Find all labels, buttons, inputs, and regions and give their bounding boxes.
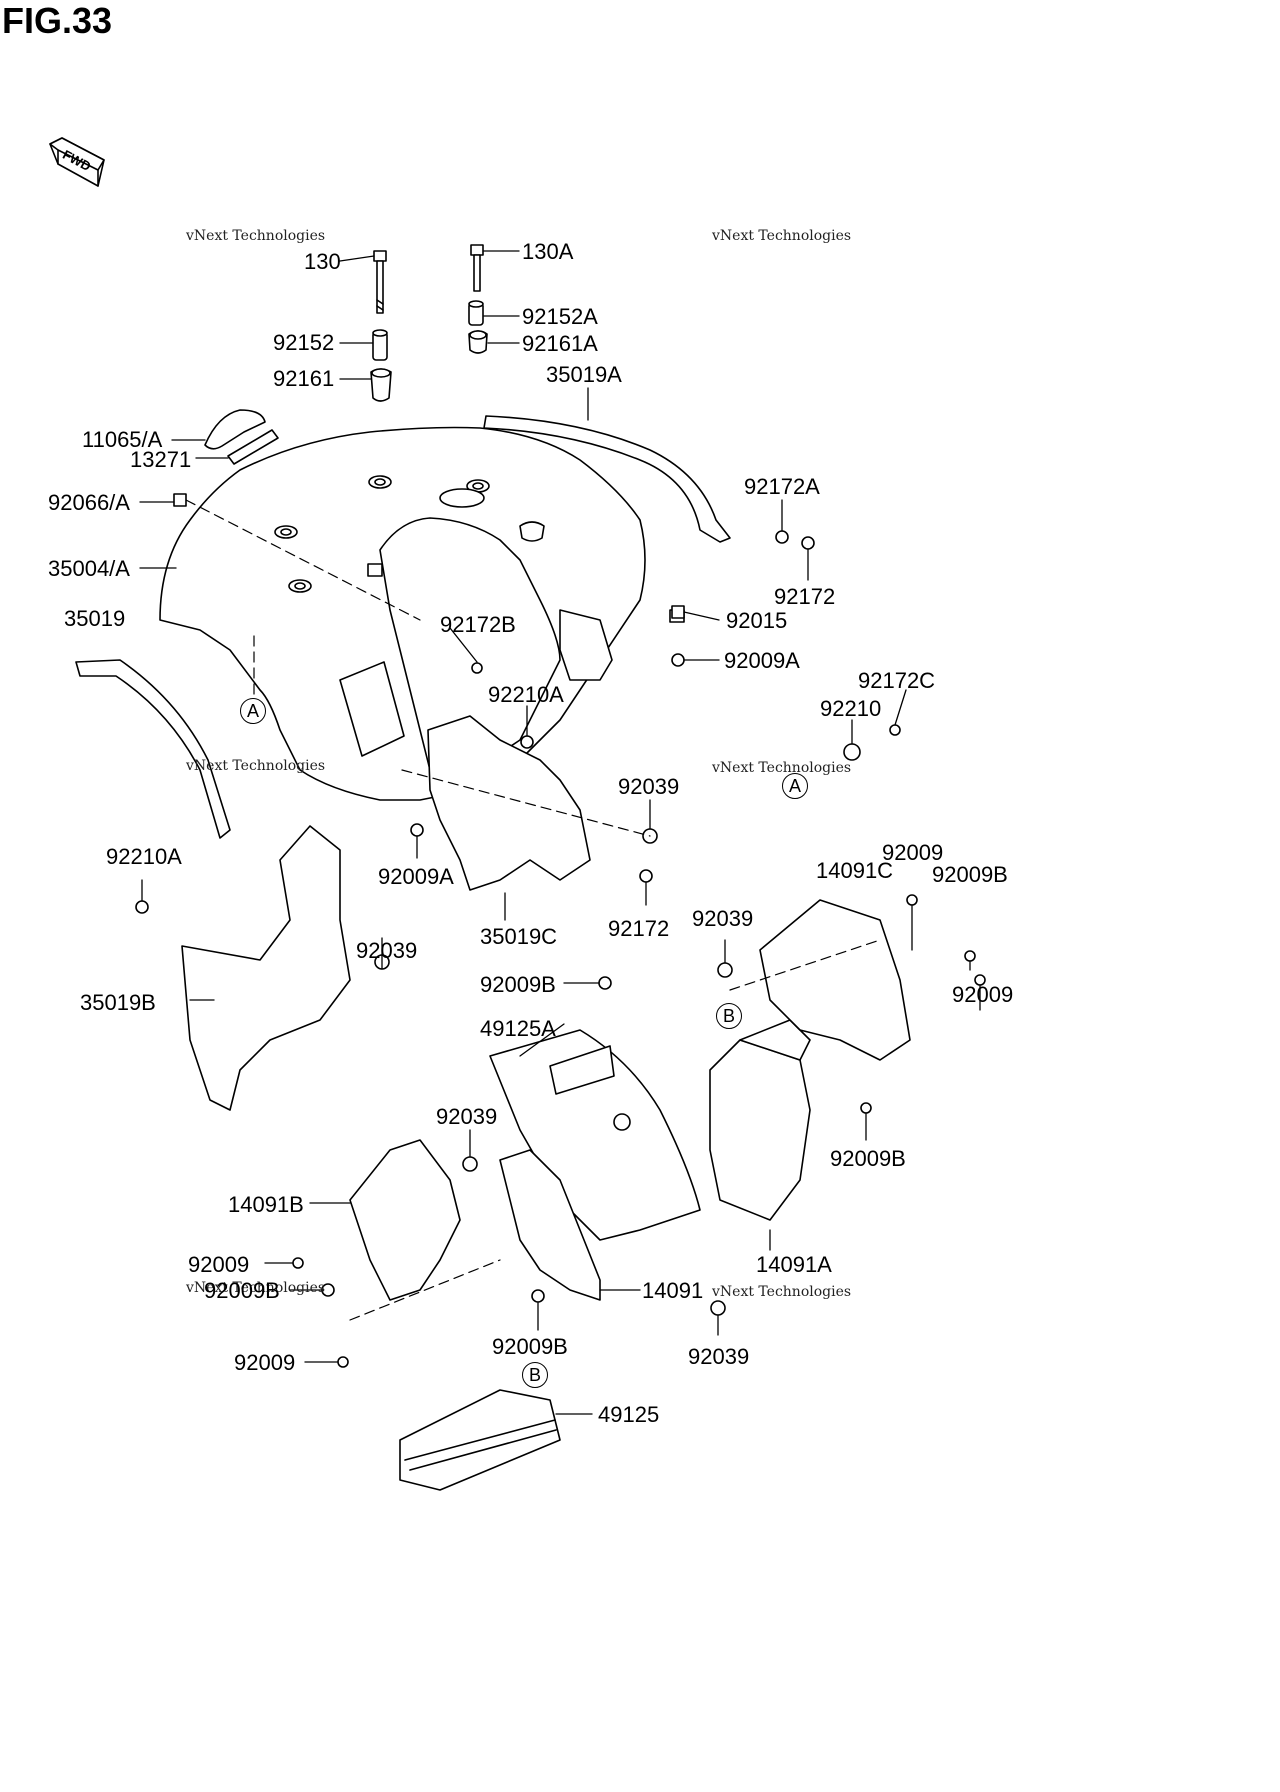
screw-92009b-left-icon: [321, 1283, 335, 1297]
grommet-92161-icon: [370, 368, 392, 402]
part-label: 92009: [952, 982, 1014, 1007]
part-label: 130: [304, 249, 341, 274]
part-label: 92039: [692, 906, 754, 931]
part-label: 92172: [774, 584, 836, 609]
bolt-130-icon: [373, 250, 387, 314]
grommet-92210a-left-icon: [135, 900, 149, 914]
part-label: 92009B: [480, 972, 556, 997]
screw-92009b-center-icon: [598, 976, 612, 990]
part-label: 92172C: [858, 668, 936, 693]
screw-92009-left2-icon: [337, 1356, 349, 1368]
part-label: 92039: [356, 938, 418, 963]
part-label: 35019B: [80, 990, 156, 1015]
flap-35019a: [483, 415, 731, 543]
liner-35019c: [427, 715, 591, 891]
part-label: 92152: [273, 330, 335, 355]
clip-92039-bottom-icon: [710, 1300, 726, 1316]
part-label: 35019C: [480, 924, 558, 949]
part-label: 92066/A: [48, 490, 130, 515]
screw-92009b-right-icon: [860, 1102, 872, 1114]
grommet-92210-icon: [843, 743, 861, 761]
part-label: 92009A: [724, 648, 800, 673]
part-label: 11065/A: [82, 427, 163, 452]
part-label: 92210A: [106, 844, 182, 869]
part-label: 92161A: [522, 331, 598, 356]
part-label: 92039: [688, 1344, 750, 1369]
part-label: 92009B: [932, 862, 1008, 887]
bolt-92172c-icon: [889, 724, 901, 736]
fwd-arrow-icon: [49, 137, 105, 187]
part-label: 92210A: [488, 682, 564, 707]
callout-a: A: [782, 773, 808, 799]
rear-fender-35004a: [159, 426, 685, 801]
part-label: 92172A: [744, 474, 820, 499]
collar-92152-icon: [372, 329, 388, 361]
liner-35019b: [181, 825, 351, 1111]
part-label: 92009: [188, 1252, 250, 1277]
part-label: 92009: [882, 840, 944, 865]
clip-92066a: [173, 493, 187, 507]
collar-92152a-icon: [468, 300, 484, 326]
part-label: 92015: [726, 608, 788, 633]
screw-92009-left1-icon: [292, 1257, 304, 1269]
part-label: 92009: [234, 1350, 296, 1375]
bolt-92172-lower-icon: [639, 869, 653, 883]
part-label: 92009A: [378, 864, 454, 889]
part-label: 35019A: [546, 362, 622, 387]
part-label: 14091C: [816, 858, 894, 883]
screw-92009-top-icon: [906, 894, 918, 906]
part-label: 130A: [522, 239, 574, 264]
cover-49125a: [489, 1029, 701, 1241]
clip-92015-icon: [671, 605, 685, 619]
part-label: 92172: [608, 916, 670, 941]
clip-92039-low-icon: [462, 1156, 478, 1172]
shield-14091a: [709, 1019, 811, 1221]
callout-a: A: [240, 698, 266, 724]
clip-92039-right-icon: [717, 962, 733, 978]
part-label: 35019: [64, 606, 126, 631]
nut-92172b-icon: [471, 662, 483, 674]
part-label: 13271: [130, 447, 192, 472]
part-label: 14091: [642, 1278, 704, 1303]
screw-92009b-low-icon: [531, 1289, 545, 1303]
callout-b: B: [716, 1003, 742, 1029]
bracket-11065a: [204, 409, 279, 465]
part-label: 49125A: [480, 1016, 556, 1041]
grommet-92161a-icon: [468, 330, 488, 354]
part-label: 92009B: [492, 1334, 568, 1359]
part-label: 14091A: [756, 1252, 832, 1277]
part-label: 92039: [436, 1104, 498, 1129]
grommet-92210a-icon: [520, 735, 534, 749]
screw-92009a-left-icon: [410, 823, 424, 837]
part-label: 92009B: [204, 1278, 280, 1303]
figure-title: FIG.33: [2, 0, 113, 41]
shield-14091c: [759, 899, 911, 1061]
part-label: 92161: [273, 366, 335, 391]
screw-92009-right-icon: [974, 974, 986, 986]
screw-92009b-top-icon: [964, 950, 976, 962]
part-label: 92039: [618, 774, 680, 799]
bolt-92172a-icon: [775, 530, 789, 544]
screw-92009a-icon: [671, 653, 685, 667]
part-label: 35004/A: [48, 556, 130, 581]
bolt-130a-icon: [470, 244, 484, 292]
part-label: 14091B: [228, 1192, 304, 1217]
part-label: 92210: [820, 696, 882, 721]
callout-b: B: [522, 1362, 548, 1388]
part-label: 92152A: [522, 304, 598, 329]
part-label: 92172B: [440, 612, 516, 637]
shield-14091b: [349, 1139, 461, 1301]
bolt-92172-icon: [801, 536, 815, 550]
plate-49125: [399, 1389, 561, 1491]
part-label: 92009B: [830, 1146, 906, 1171]
part-label: 49125: [598, 1402, 660, 1427]
flap-35019: [75, 659, 231, 839]
